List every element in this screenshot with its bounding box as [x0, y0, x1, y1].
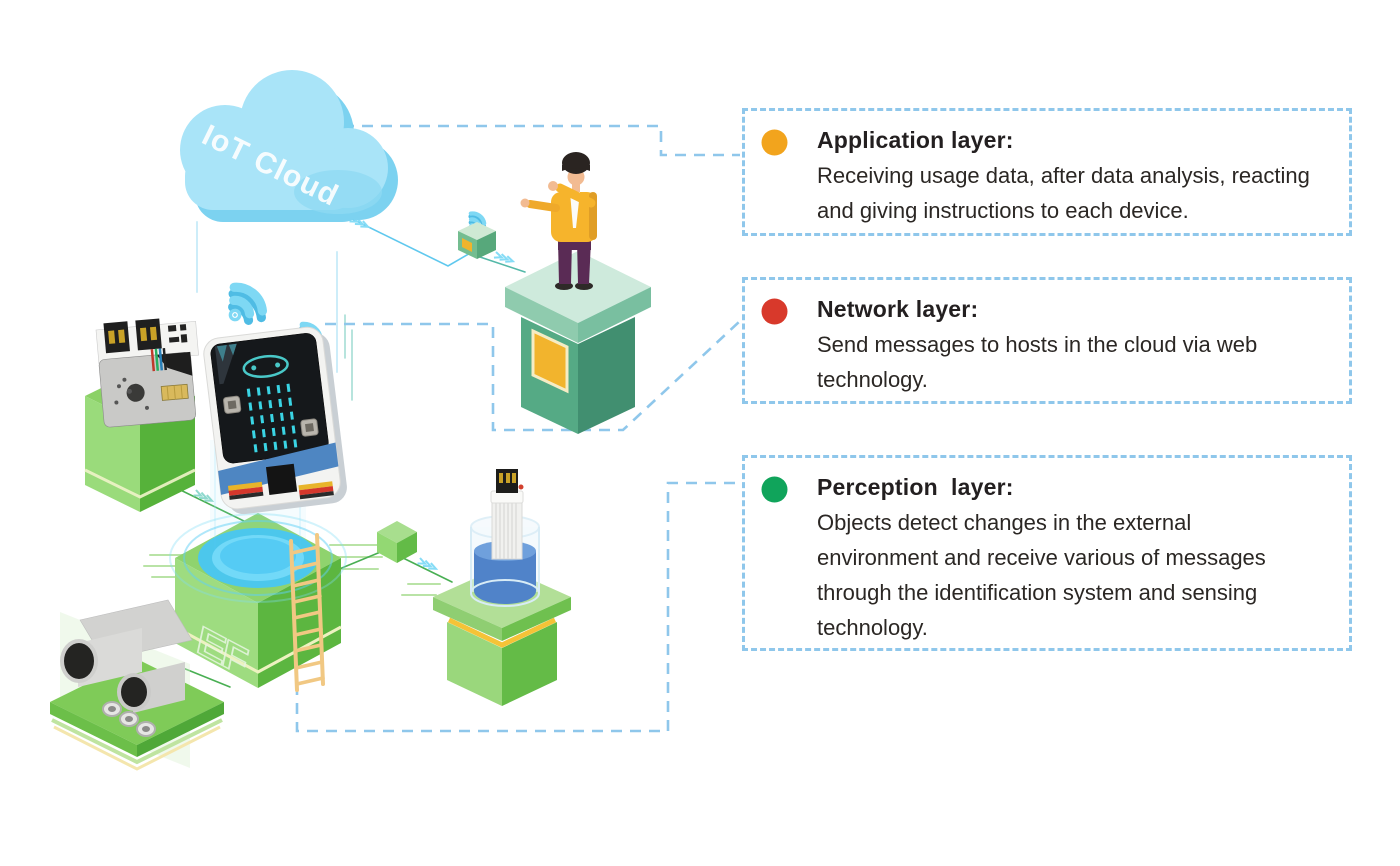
- network-layer-title: Network layer:: [817, 296, 979, 322]
- water-probe-sensor: [490, 469, 524, 560]
- wifi-icon-large: [228, 282, 268, 325]
- network-connector: [325, 320, 741, 432]
- perception-layer-card: Perception layer: Objects detect changes…: [742, 455, 1352, 651]
- perception-layer-text-line: Objects detect changes in the external: [817, 510, 1192, 535]
- application-layer-bullet-icon: [761, 129, 788, 156]
- application-layer-title: Application layer:: [817, 127, 1014, 153]
- dust-sensor-module: [95, 318, 199, 428]
- perception-layer-bullet-icon: [761, 476, 788, 503]
- application-layer-text-line: and giving instructions to each device.: [817, 198, 1189, 223]
- network-layer-card: Network layer: Send messages to hosts in…: [742, 277, 1352, 404]
- perception-connector: [295, 481, 740, 733]
- network-layer-text-line: Send messages to hosts in the cloud via …: [817, 332, 1258, 357]
- perception-layer-text-line: technology.: [817, 615, 928, 640]
- network-layer-text-line: technology.: [817, 367, 928, 392]
- application-layer-card: Application layer: Receiving usage data,…: [742, 108, 1352, 236]
- perception-layer-title: Perception layer:: [817, 474, 1014, 500]
- layer-connectors: [295, 124, 741, 733]
- network-layer-bullet-icon: [761, 298, 788, 325]
- person-podium: [505, 152, 651, 434]
- application-layer-text-line: Receiving usage data, after data analysi…: [817, 163, 1310, 188]
- beaker-station: [433, 469, 571, 706]
- ultrasonic-sensor: [60, 599, 193, 737]
- sensor-pins: [102, 701, 156, 737]
- ladder: [289, 533, 325, 692]
- perception-layer-text-line: through the identification system and se…: [817, 580, 1258, 605]
- person: [520, 152, 597, 290]
- edge-connector-pads: [227, 481, 334, 500]
- ultrasonic-station: [50, 599, 224, 771]
- gateway-box: [458, 211, 496, 259]
- dust-sensor-station: [84, 318, 199, 512]
- perception-layer-text-line: environment and receive various of messa…: [817, 545, 1266, 570]
- iot-cloud: IoT Cloud: [180, 70, 398, 222]
- application-connector: [305, 124, 740, 157]
- microbit-device: [203, 326, 347, 515]
- relay-cube: [377, 521, 417, 563]
